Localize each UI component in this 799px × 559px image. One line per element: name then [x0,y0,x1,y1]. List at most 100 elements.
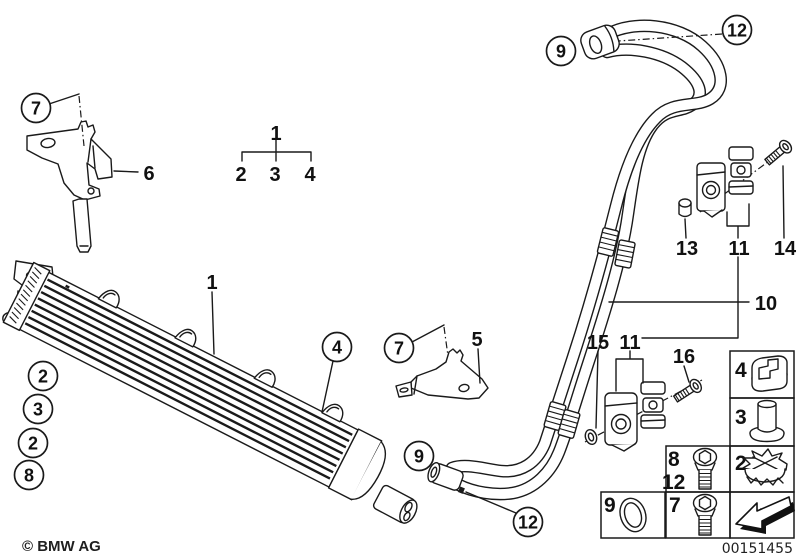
socket-bolt-icon [692,447,718,490]
part-label-11-mid[interactable]: 11 [619,332,640,354]
cable-clamp-11 [696,162,726,218]
svg-text:12[interactable]: 12 [518,513,538,533]
direction-arrow-icon [735,496,795,534]
balloon-3-left[interactable]: 3 [22,393,54,425]
svg-text:2[interactable]: 2 [28,434,38,454]
leader-7-mid [411,324,445,343]
legend: 4 3 2 [600,350,795,539]
leader-5 [477,348,481,384]
svg-text:7[interactable]: 7 [394,339,404,359]
balloon-9-pipe-top[interactable]: 9 [545,35,577,67]
svg-text:9[interactable]: 9 [414,447,424,467]
svg-text:12[interactable]: 12 [727,21,747,41]
part-label-13[interactable]: 13 [676,238,698,260]
leader-7-front-dash [78,95,85,147]
balloon-8-left[interactable]: 8 [13,459,45,491]
leader-12-top-dash [617,33,723,42]
washer-15 [584,428,598,446]
bushing-13 [678,198,692,218]
group-1-bracket [241,139,312,162]
leader-15 [595,350,599,429]
leader-11-connector [641,256,739,339]
group-label-2[interactable]: 2 [235,164,246,186]
leader-4 [321,360,334,413]
bolt-14 [764,139,793,166]
leader-16 [683,365,690,383]
balloon-2-left[interactable]: 2 [27,360,59,392]
cage-nut-clip-icon [751,355,788,392]
svg-text:7[interactable]: 7 [669,494,681,517]
svg-text:3[interactable]: 3 [33,400,43,420]
svg-text:12[interactable]: 12 [662,471,685,494]
part-label-14[interactable]: 14 [774,238,797,260]
rubber-plug-icon [749,399,785,443]
balloon-2b-left[interactable]: 2 [17,427,49,459]
star-grommet-icon [742,448,788,486]
copyright-text: © BMW AG [22,538,101,555]
svg-text:8[interactable]: 8 [668,448,680,471]
svg-text:3[interactable]: 3 [735,406,747,429]
part-label-16[interactable]: 16 [673,346,695,368]
leader-lines [48,33,785,514]
legend-cell-3[interactable]: 3 [729,397,795,447]
part-label-11-top[interactable]: 11 [728,238,749,260]
legend-cell-2[interactable]: 2 [729,445,795,493]
leader-14 [782,165,785,239]
cooler-outlet-port [372,484,418,524]
group-label-4[interactable]: 4 [304,164,316,186]
balloon-7-mid-bracket[interactable]: 7 [383,332,415,364]
part-label-5[interactable]: 5 [471,329,482,351]
socket-bolt-icon [692,493,718,536]
mid-bracket-drawing [395,348,489,400]
group-label-3[interactable]: 3 [269,164,280,186]
svg-text:7[interactable]: 7 [31,99,41,119]
legend-cell-arrow[interactable] [729,491,795,539]
cable-clamp-11b [604,392,638,452]
balloon-7-front-bracket[interactable]: 7 [20,92,52,124]
bracket-clip-11 [728,146,754,195]
svg-text:4[interactable]: 4 [735,359,747,382]
group-label-1[interactable]: 1 [270,123,281,145]
legend-cell-9[interactable]: 9 [600,491,666,539]
balloon-9-pipe-bottom[interactable]: 9 [403,440,435,472]
leader-12-bottom [465,491,517,514]
hose-clamp-nub [458,486,465,494]
balloon-4-cooler[interactable]: 4 [321,331,353,363]
part-label-10[interactable]: 10 [755,293,777,315]
leader-6 [113,170,139,173]
part-label-15[interactable]: 15 [587,332,609,354]
image-number: 00151455 [722,541,793,557]
pipe-bottom-fitting [427,461,464,491]
svg-text:9[interactable]: 9 [556,42,566,62]
svg-text:8[interactable]: 8 [24,466,34,486]
front-bracket-drawing [26,120,113,253]
svg-text:9[interactable]: 9 [604,494,616,517]
oil-cooler-pipes-drawing [427,19,727,501]
leader-13 [684,218,687,239]
part-labels: 1 2 3 4 6 1 5 10 13 11 14 15 11 16 [143,123,797,368]
leader-1 [211,291,215,355]
legend-cell-7[interactable]: 7 [665,491,731,539]
balloon-12-pipe-top[interactable]: 12 [721,14,753,46]
svg-text:2[interactable]: 2 [38,367,48,387]
part-label-1[interactable]: 1 [206,272,217,294]
hose-ribbed-collar [557,409,581,439]
svg-text:2[interactable]: 2 [735,452,747,475]
balloon-12-pipe-bottom[interactable]: 12 [512,506,544,538]
pipe-clip-assembly-top [678,139,793,218]
svg-text:4[interactable]: 4 [332,338,342,358]
bracket-clip-11b [640,381,666,429]
hose-ribbed-collar [614,239,636,269]
legend-cell-8-12[interactable]: 8 12 [662,445,731,494]
hose-ribbed-collar [596,227,620,257]
leader-7-front [48,93,80,105]
part-label-6[interactable]: 6 [143,163,154,185]
o-ring-icon [619,497,647,533]
oil-cooler-drawing [2,260,418,524]
pipe-top-fitting [580,24,620,60]
callout-balloons: 7 9 12 4 7 2 3 2 8 9 12 [13,14,753,538]
pipe-clip-assembly-bottom [584,378,703,452]
bolt-16 [672,378,703,403]
leader-7-mid-dash [443,326,449,357]
